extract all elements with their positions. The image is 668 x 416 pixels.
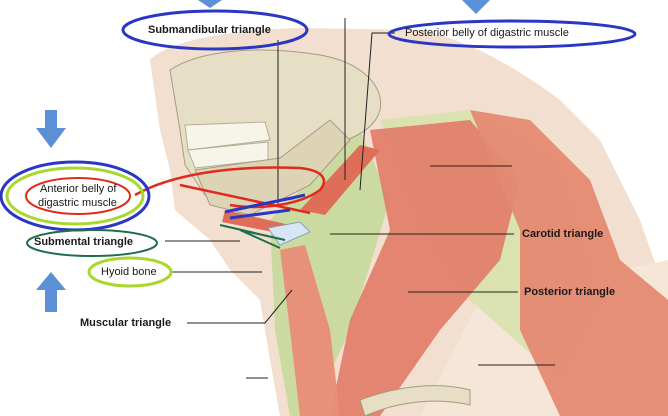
anterior-belly-red-circle: [25, 177, 131, 215]
hyoid-circle: [87, 256, 173, 288]
top-arrow-icon: [462, 0, 490, 14]
label-anterior-belly-line2: digastric muscle: [38, 197, 117, 209]
anterior-belly-outer-circle: [0, 160, 151, 232]
label-hyoid-bone: Hyoid bone: [101, 266, 157, 278]
annotation-blue-strokes: [224, 193, 306, 220]
posterior-belly-circle: [387, 19, 637, 49]
clavicle: [359, 385, 471, 416]
label-anterior-belly-line1: Anterior belly of: [40, 183, 117, 195]
trapezius-muscle: [470, 110, 668, 416]
anterior-belly-green-circle: [5, 166, 145, 226]
upper-teeth: [184, 121, 271, 151]
leader-lines: [165, 18, 555, 379]
label-posterior-belly: Posterior belly of digastric muscle: [405, 27, 569, 39]
label-carotid-triangle: Carotid triangle: [522, 228, 604, 240]
annotation-red-strokes: [134, 166, 326, 215]
top-left-arrow-icon: [198, 0, 222, 8]
sternocleidomastoid-muscle: [330, 120, 520, 416]
annotation-green-strokes: [219, 224, 286, 249]
down-arrow-icon: [36, 110, 66, 148]
label-submandibular-triangle: Submandibular triangle: [148, 24, 271, 36]
label-muscular-triangle: Muscular triangle: [80, 317, 172, 329]
up-arrow-icon: [36, 272, 66, 312]
submandibular-circle: [121, 9, 309, 51]
submental-circle: [26, 229, 158, 257]
label-posterior-triangle: Posterior triangle: [524, 286, 616, 298]
posterior-belly-digastric: [300, 145, 380, 215]
strap-muscle: [280, 245, 340, 416]
label-submental-triangle: Submental triangle: [34, 236, 134, 248]
